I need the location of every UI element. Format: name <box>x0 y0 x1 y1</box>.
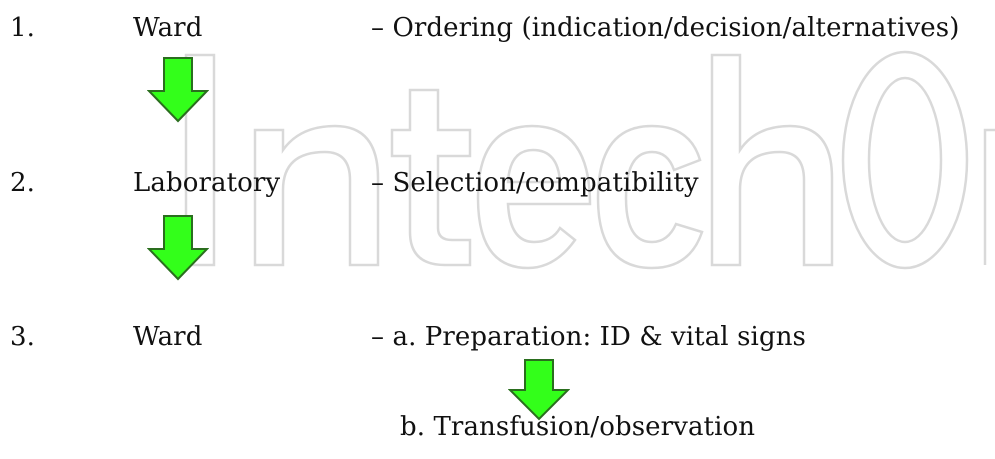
step-2-number: 2. <box>10 168 36 198</box>
step-2-description: – Selection/compatibility <box>371 168 699 198</box>
step-1-place: Ward <box>133 13 203 43</box>
step-1-description: – Ordering (indication/decision/alternat… <box>371 13 960 43</box>
step-3-place: Ward <box>133 322 203 352</box>
substep-description: b. Transfusion/observation <box>400 412 756 442</box>
step-1-number: 1. <box>10 13 36 43</box>
step-3-description: – a. Preparation: ID & vital signs <box>371 322 806 352</box>
down-arrow-icon <box>147 215 209 281</box>
down-arrow-icon <box>508 359 570 421</box>
step-2-place: Laboratory <box>133 168 281 198</box>
down-arrow-icon <box>147 57 209 123</box>
step-3-number: 3. <box>10 322 36 352</box>
